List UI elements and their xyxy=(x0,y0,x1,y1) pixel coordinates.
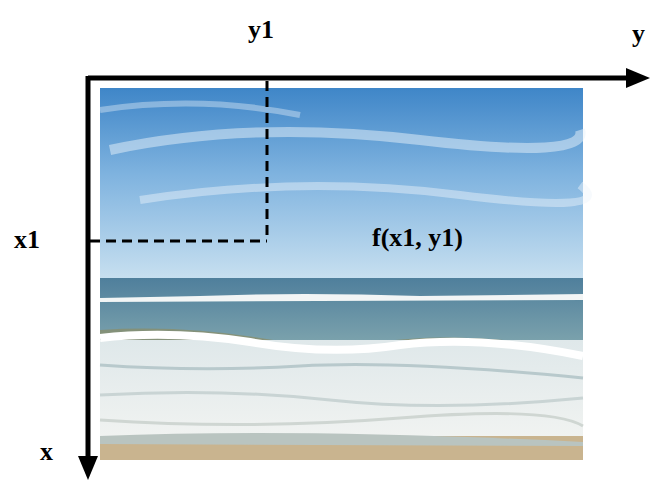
axis-name-label: y xyxy=(632,20,645,49)
axis-value-label: x1 xyxy=(14,226,40,255)
axis-value-label: y1 xyxy=(248,16,274,45)
axis-name-label: x xyxy=(40,438,53,467)
function-label: f(x1, y1) xyxy=(372,224,463,253)
